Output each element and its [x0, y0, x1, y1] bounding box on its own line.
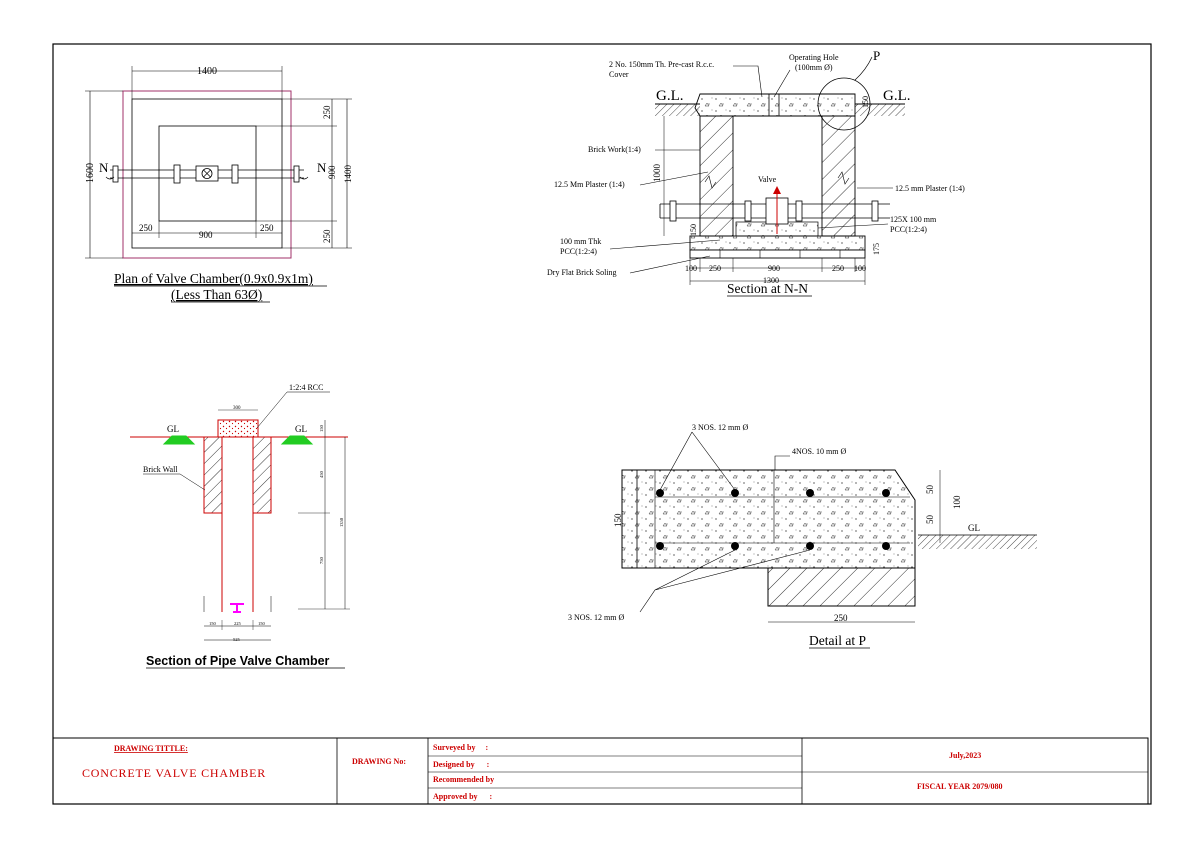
detail-title: Detail at P	[809, 633, 866, 648]
plan-subtitle: (Less Than 63Ø)	[171, 287, 262, 302]
detail-right-total: 100	[952, 495, 962, 509]
pipe-side-dim-2: 450	[319, 471, 324, 479]
nn-hole-note-1: Operating Hole	[789, 53, 839, 62]
pipe-valve-icon	[230, 603, 244, 613]
nn-gl-right: G.L.	[883, 88, 911, 104]
tb-drawing-title: CONCRETE VALVE CHAMBER	[82, 766, 266, 780]
pipe-bot-dim-1: 225	[234, 621, 242, 626]
plan-marker-left: N	[99, 160, 109, 175]
pipe-gl-right: GL	[295, 424, 307, 434]
ground-marker-left	[162, 435, 196, 445]
pipe-brick-left	[203, 436, 223, 514]
tb-approved: Approved by :	[433, 792, 492, 801]
nn-detail-marker: P	[873, 48, 880, 63]
nn-dim-cover: 150	[861, 96, 870, 108]
detail-bottom-dim: 250	[834, 613, 848, 623]
pipe-title: Section of Pipe Valve Chamber	[146, 654, 330, 668]
nn-detail-circle	[817, 77, 871, 131]
nn-bot-dim-0: 100	[685, 264, 697, 273]
plan-marker-right: N	[317, 160, 327, 175]
pipe-rcc-cap	[217, 419, 259, 438]
detail-bot-bars: 3 NOS. 12 mm Ø	[568, 613, 624, 622]
detail-p: GL 3 NOS. 12 mm Ø 4NOS. 10 mm Ø 3 NOS. 1…	[568, 423, 1037, 649]
nn-bot-dim-4: 100	[854, 264, 866, 273]
nn-valve-label: Valve	[758, 175, 777, 184]
nn-pcc-left-1: 100 mm Thk	[560, 237, 601, 246]
nn-dim-175: 175	[872, 243, 881, 255]
nn-cover-note-2: Cover	[609, 70, 629, 79]
nn-brick-work: Brick Work(1:4)	[588, 145, 641, 154]
tb-date: July,2023	[949, 751, 981, 760]
plan-dim-bot-left: 250	[139, 223, 153, 233]
tb-drawing-title-label: DRAWING TITTLE:	[114, 744, 188, 753]
nn-bot-dim-1: 250	[709, 264, 721, 273]
tb-recommended: Recommended by	[433, 775, 494, 784]
pipe-side-total: 1350	[339, 517, 344, 527]
nn-title: Section at N-N	[727, 281, 808, 296]
nn-plaster-right: 12.5 mm Plaster (1:4)	[895, 184, 965, 193]
pipe-gl-left: GL	[167, 424, 179, 434]
detail-left-dim: 150	[613, 513, 623, 527]
nn-bot-dim-3: 250	[832, 264, 844, 273]
plan-dim-left: 1600	[85, 163, 96, 183]
nn-bot-dim-2: 900	[768, 264, 780, 273]
nn-pcc-right-1: 125X 100 mm	[890, 215, 937, 224]
tb-fiscal-year: FISCAL YEAR 2079/080	[917, 782, 1003, 791]
plan-view: N N 1400 1600 250 900 250 1400 250 900 2…	[85, 66, 353, 303]
nn-plaster-left: 12.5 Mm Plaster (1:4)	[554, 180, 625, 189]
pipe-side-dim-1: 150	[319, 425, 324, 433]
detail-gl: GL	[968, 523, 980, 533]
plan-chamber-rect	[131, 98, 283, 249]
detail-top-bars: 3 NOS. 12 mm Ø	[692, 423, 748, 432]
section-nn: G.L. G.L. P 2 No.	[547, 48, 965, 297]
nn-cover-note-1: 2 No. 150mm Th. Pre-cast R.c.c.	[609, 60, 714, 69]
ground-marker-right	[280, 435, 314, 445]
nn-dim-150: 150	[689, 224, 698, 236]
pipe-bot-dim-0: 150	[209, 621, 217, 626]
tb-designed: Designed by :	[433, 760, 489, 769]
tb-surveyed: Surveyed by :	[433, 743, 488, 752]
plan-dim-bot-mid: 900	[199, 230, 213, 240]
pipe-top-dim: 300	[233, 406, 241, 411]
pipe-section: GL GL 1:2:4 RCC 300 Brick Wall 150 450 7…	[130, 383, 350, 669]
pipe-brick-right	[252, 436, 272, 514]
nn-pcc-left-2: PCC(1:2:4)	[560, 247, 597, 256]
title-block: DRAWING TITTLE: CONCRETE VALVE CHAMBER D…	[52, 737, 1149, 805]
tb-drawing-no-label: DRAWING No:	[352, 757, 406, 766]
pipe-bot-dim-2: 150	[258, 621, 266, 626]
detail-p-wall	[767, 567, 916, 607]
detail-right-dim-2: 50	[925, 515, 935, 525]
plan-dim-right-total: 1400	[343, 165, 353, 184]
nn-pcc-right-2: PCC(1:2:4)	[890, 225, 927, 234]
pipe-bot-total: 525	[233, 637, 241, 642]
pipe-rcc-label: 1:2:4 RCC	[289, 383, 323, 392]
plan-dim-right-top: 250	[322, 105, 332, 119]
nn-hole-note-2: (100mm Ø)	[795, 63, 833, 72]
plan-inner-rect	[158, 125, 257, 222]
nn-wall-left	[699, 115, 734, 237]
plan-dim-right-mid: 900	[327, 165, 337, 179]
nn-soling: Dry Flat Brick Soling	[547, 268, 617, 277]
nn-dim-height: 1000	[652, 164, 662, 183]
plan-outer-rect	[122, 90, 292, 259]
plan-title: Plan of Valve Chamber(0.9x0.9x1m)	[114, 271, 313, 286]
nn-overall-dim: 1300	[763, 276, 779, 285]
detail-right-dim-1: 50	[925, 485, 935, 495]
nn-gl-left: G.L.	[656, 88, 684, 104]
plan-dim-right-bot: 250	[322, 229, 332, 243]
plan-dim-bot-right: 250	[260, 223, 274, 233]
plan-dim-top: 1400	[197, 66, 217, 77]
pipe-brick-wall: Brick Wall	[143, 465, 178, 474]
pipe-side-dim-3: 750	[319, 557, 324, 565]
detail-mid-bars: 4NOS. 10 mm Ø	[792, 447, 846, 456]
